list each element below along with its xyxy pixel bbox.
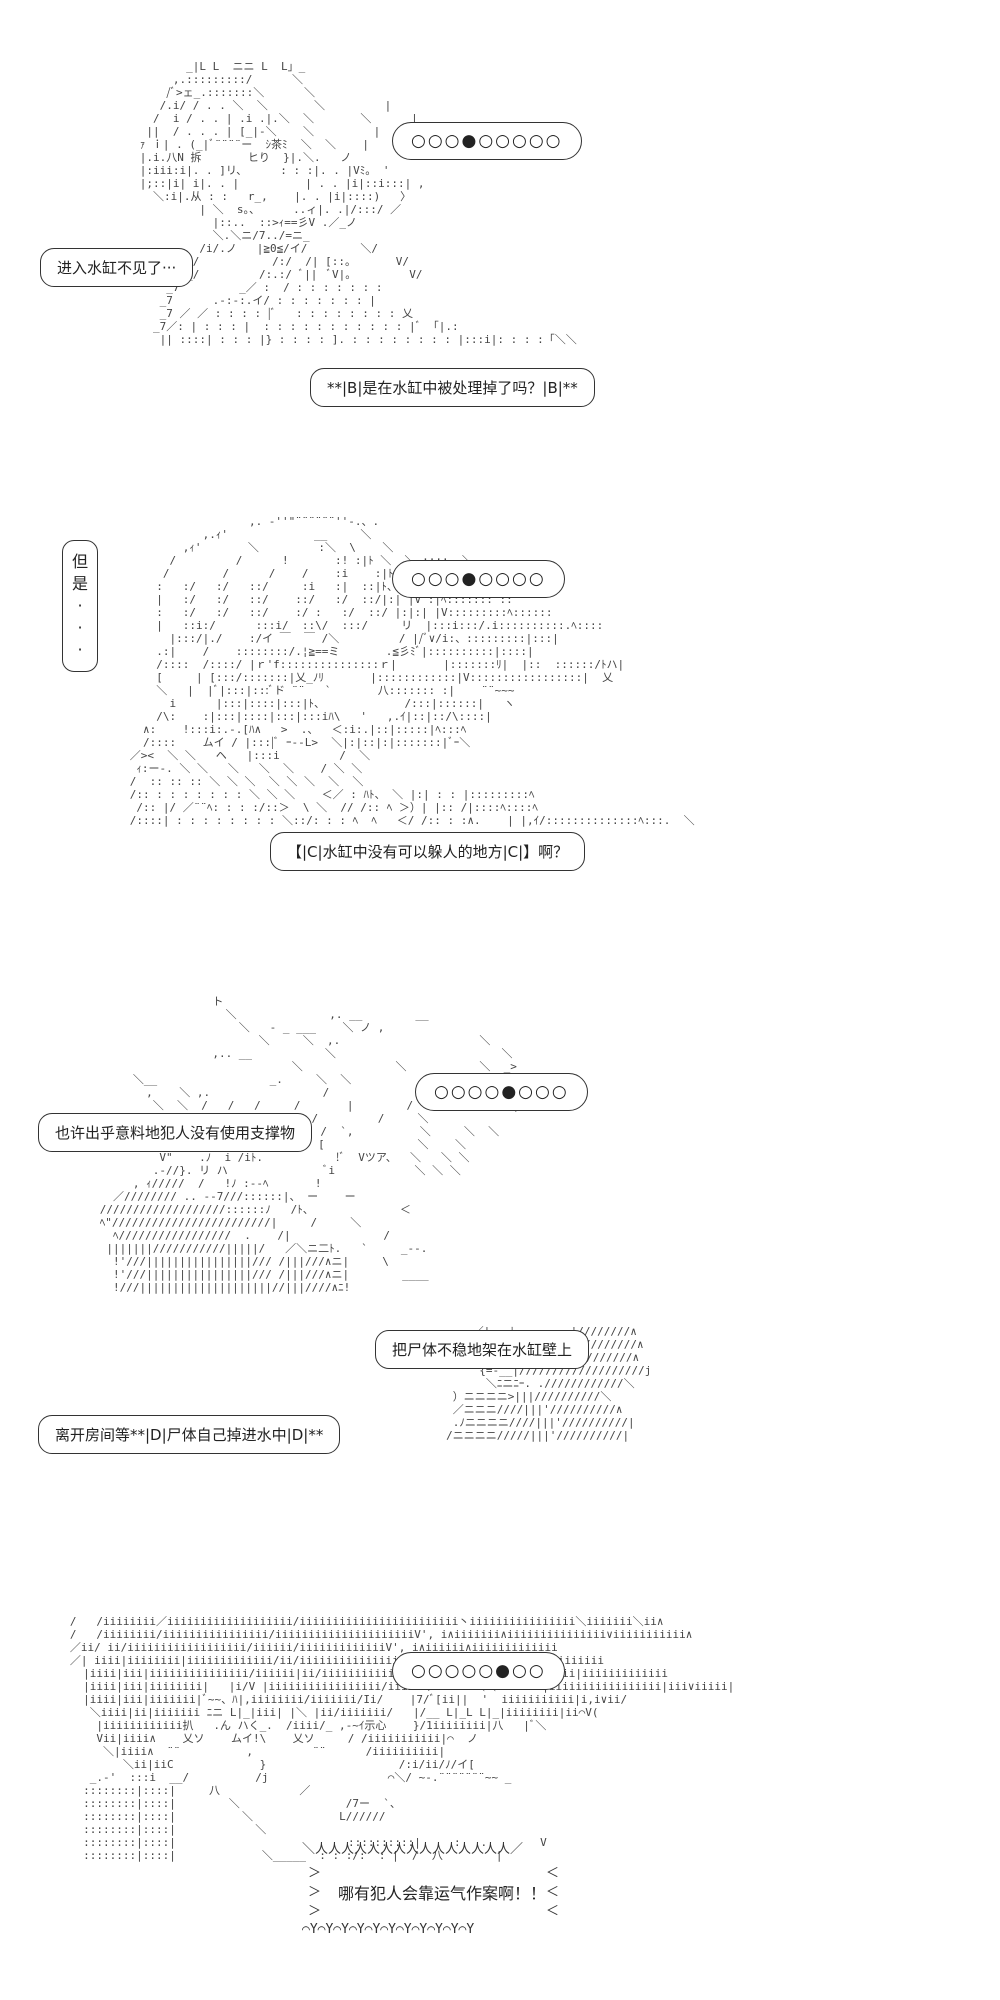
thought-bubble: ○○○●○○○○○: [392, 122, 582, 160]
panel-3: ト ＼ ,. __ __ ＼ - _ ___ ＼ ノ , ＼ ＼ ,. ＼ ,.…: [20, 985, 700, 1545]
panel-1: _|L L ニニ L L」_ ,.:::::::::/ ＼ /ﾞ>ェ_.::::…: [20, 30, 700, 450]
speech-bubble-no-hiding-place: 【|C|水缸中没有可以躲人的地方|C|】啊？: [270, 832, 586, 871]
thought-bubble: ○○○●○○○○: [392, 560, 565, 598]
speech-bubble-question: **|B|是在水缸中被处理掉了吗？|B|**: [310, 368, 595, 407]
thought-bubble: ○○○○●○○○: [415, 1073, 588, 1111]
panel-4: / /iiiiiiii／iiiiiiiiiiiiiiiiiii/iiiiiiii…: [20, 1600, 734, 1995]
speech-bubble-no-support: 也许出乎意料地犯人没有使用支撑物: [38, 1113, 313, 1152]
ascii-art-scene-4: / /iiiiiiii／iiiiiiiiiiiiiiiiiii/iiiiiiii…: [69, 1615, 735, 1862]
speech-bubble-leave-room: 离开房间等**|D|尸体自己掉进水中|D|**: [38, 1415, 341, 1454]
thought-bubble: ○○○○○●○○: [392, 1652, 565, 1690]
shout-border-right: ＜ ＜ ＜: [546, 1866, 560, 1919]
panel-2: ,. -''"¨¨¨¨¨¨''-.、. ,.ｨ' __ ＼ ,ｨ' ＼ :＼ \…: [20, 500, 700, 930]
speech-bubble-tank-wall: 把尸体不稳地架在水缸壁上: [375, 1330, 590, 1369]
shout-border-bottom: ⌒Y⌒Y⌒Y⌒Y⌒Y⌒Y⌒Y⌒Y⌒Y⌒Y⌒Y: [302, 1922, 475, 1937]
shout-text: 哪有犯人会靠运气作案啊！！: [338, 1884, 547, 1903]
shout-border-left: ＞ ＞ ＞: [308, 1866, 322, 1919]
speech-bubble-tank: 进入水缸不见了···: [40, 248, 194, 287]
ascii-art-character-2: ,. -''"¨¨¨¨¨¨''-.、. ,.ｨ' __ ＼ ,ｨ' ＼ :＼ \…: [129, 515, 695, 827]
shout-border-top: ＼人人人人人人人人人人人人人人人／: [302, 1842, 524, 1857]
vertical-speech-bubble: 但 是 · · ·: [62, 540, 98, 672]
ascii-art-character-1: _|L L ニニ L L」_ ,.:::::::::/ ＼ /ﾞ>ェ_.::::…: [139, 60, 577, 346]
